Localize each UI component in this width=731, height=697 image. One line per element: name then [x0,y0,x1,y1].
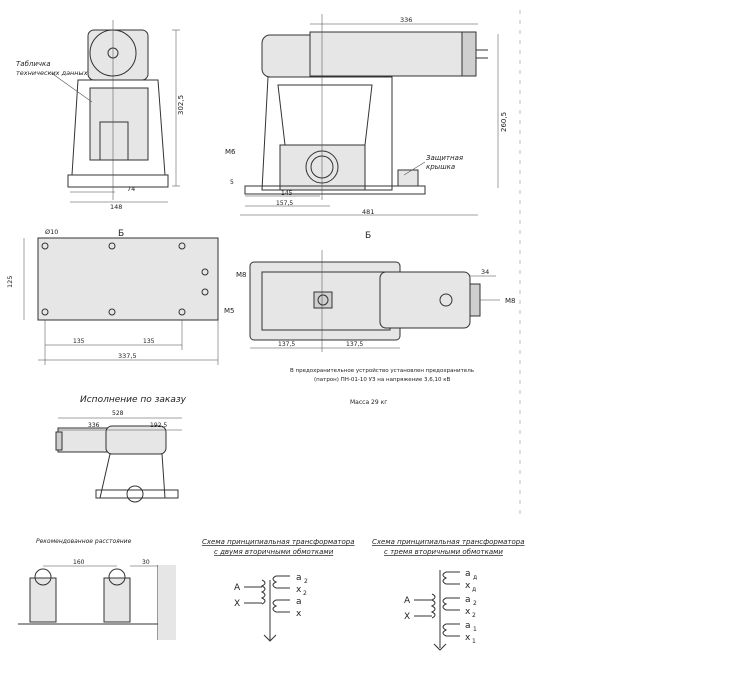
scheme3-t5: a [465,621,471,631]
mounting-hole [178,242,186,250]
scheme3-title-1: Схема принципиальная трансформатора [372,538,525,546]
dim-337-5: 337,5 [118,352,137,360]
side-view [240,14,499,216]
label-m6: M6 [225,148,236,156]
dim-34: 34 [481,268,489,276]
scheme3-t5-sub: 1 [473,626,477,633]
scheme3-t3: a [465,595,471,605]
order-variant-view [55,417,182,503]
dim-145: 145 [281,190,293,197]
dim-135-b: 135 [143,338,155,345]
mounting-hole [41,242,49,250]
dim-5: 5 [230,179,234,186]
dim-302-5: 302,5 [177,95,185,115]
plate-label-2: технических данных [16,69,88,77]
dim-125: 125 [6,276,14,288]
scheme2-t2-sub: 2 [303,590,307,597]
dim-192-5: 192,5 [150,422,167,429]
label-m8-b: M8 [505,297,516,305]
scheme2-t4: x [296,609,302,619]
top-view [249,250,500,352]
mounting-hole [201,268,209,276]
scheme3-t3-sub: 2 [473,600,477,607]
scheme3-t4: x [465,607,471,617]
dim-137-5-a: 137,5 [278,341,295,348]
spacing-title: Рекомендованное расстояние [36,538,132,545]
note-fuse-2: (патрон) ПН-01-10 УЗ на напряжение 3,6,1… [314,377,451,383]
dim-148: 148 [110,203,122,211]
scheme2-A: A [234,583,241,593]
scheme-three-windings [414,570,460,651]
mass-label: Масса 29 кг [350,399,387,406]
scheme3-t2-sub: д [472,586,476,593]
dim-135-a: 135 [73,338,85,345]
dim-74: 74 [127,185,135,193]
mounting-hole [41,308,49,316]
scheme2-t1-sub: 2 [304,578,308,585]
dim-137-5-b: 137,5 [346,341,363,348]
mounting-holes [41,242,209,316]
scheme3-t6-sub: 1 [472,638,476,645]
dim-30: 30 [142,559,150,566]
base-plate-view [23,237,219,365]
plate-label-1: Табличка [16,60,51,68]
dim-481: 481 [362,208,374,216]
scheme2-X: X [234,599,240,609]
section-b-arrow-label: Б [365,231,371,241]
scheme2-title-2: с двумя вторичными обмотками [214,548,334,556]
front-view [49,20,180,203]
dim-336-top: 336 [400,16,412,24]
dim-528: 528 [112,410,124,417]
spacing-view [18,565,176,640]
label-m5: M5 [224,307,235,315]
scheme2-t1: a [296,573,302,583]
mounting-hole [108,242,116,250]
scheme3-t4-sub: 2 [472,612,476,619]
scheme2-title-1: Схема принципиальная трансформатора [202,538,355,546]
order-variant-title: Исполнение по заказу [80,395,187,405]
scheme3-t6: x [465,633,471,643]
dim-157-5: 157,5 [276,200,293,207]
cover-label-2: крышка [426,163,455,171]
scheme3-title-2: с тремя вторичными обмотками [384,548,503,556]
scheme3-t1: a [465,569,471,579]
note-fuse-1: В предохранительное устройство установле… [290,367,474,374]
scheme3-t1-sub: д [473,574,477,581]
scheme3-A: A [404,596,411,606]
mounting-hole [108,308,116,316]
mounting-hole [201,288,209,296]
dim-phi10: Ø10 [45,228,58,236]
dim-260-5: 260,5 [500,112,508,132]
scheme2-t3: a [296,597,302,607]
mounting-hole [178,308,186,316]
label-m8-a: M8 [236,271,247,279]
cover-label-1: Защитная [426,154,463,162]
scheme3-X: X [404,612,410,622]
scheme-two-windings [244,575,290,642]
dim-160: 160 [73,559,85,566]
scheme2-t2: x [296,585,302,595]
dim-336-order: 336 [88,422,100,429]
view-b-title: Б [118,229,124,239]
scheme3-t2: x [465,581,471,591]
